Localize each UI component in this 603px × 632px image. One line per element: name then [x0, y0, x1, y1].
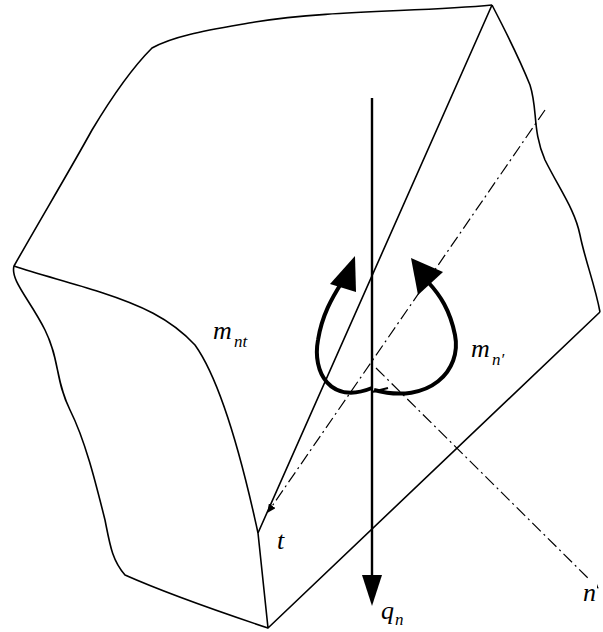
- symbol-label: q: [380, 598, 395, 624]
- t-axis: [268, 110, 545, 512]
- moment-arrowhead: [330, 256, 356, 292]
- moment-tick: [372, 388, 388, 392]
- n-axis: [376, 368, 598, 588]
- force-arrowhead: [362, 575, 382, 606]
- symbol-subscript: n: [394, 611, 405, 628]
- moment-arrowhead: [411, 258, 443, 295]
- moment-arrow: [374, 282, 456, 394]
- symbol-label: t: [276, 528, 285, 554]
- moment-arrow: [317, 282, 372, 393]
- symbol-subscript: n′: [491, 351, 505, 368]
- body-outline: [13, 5, 492, 628]
- symbol-label: m: [212, 318, 233, 344]
- symbol-label: m: [470, 336, 491, 362]
- symbol-subscript: nt: [233, 333, 248, 350]
- plane-rough-edge: [492, 5, 600, 312]
- section-plane: [258, 5, 600, 628]
- body-edge: [14, 266, 258, 533]
- symbol-label: n: [582, 580, 597, 606]
- force-arrow: [371, 98, 373, 585]
